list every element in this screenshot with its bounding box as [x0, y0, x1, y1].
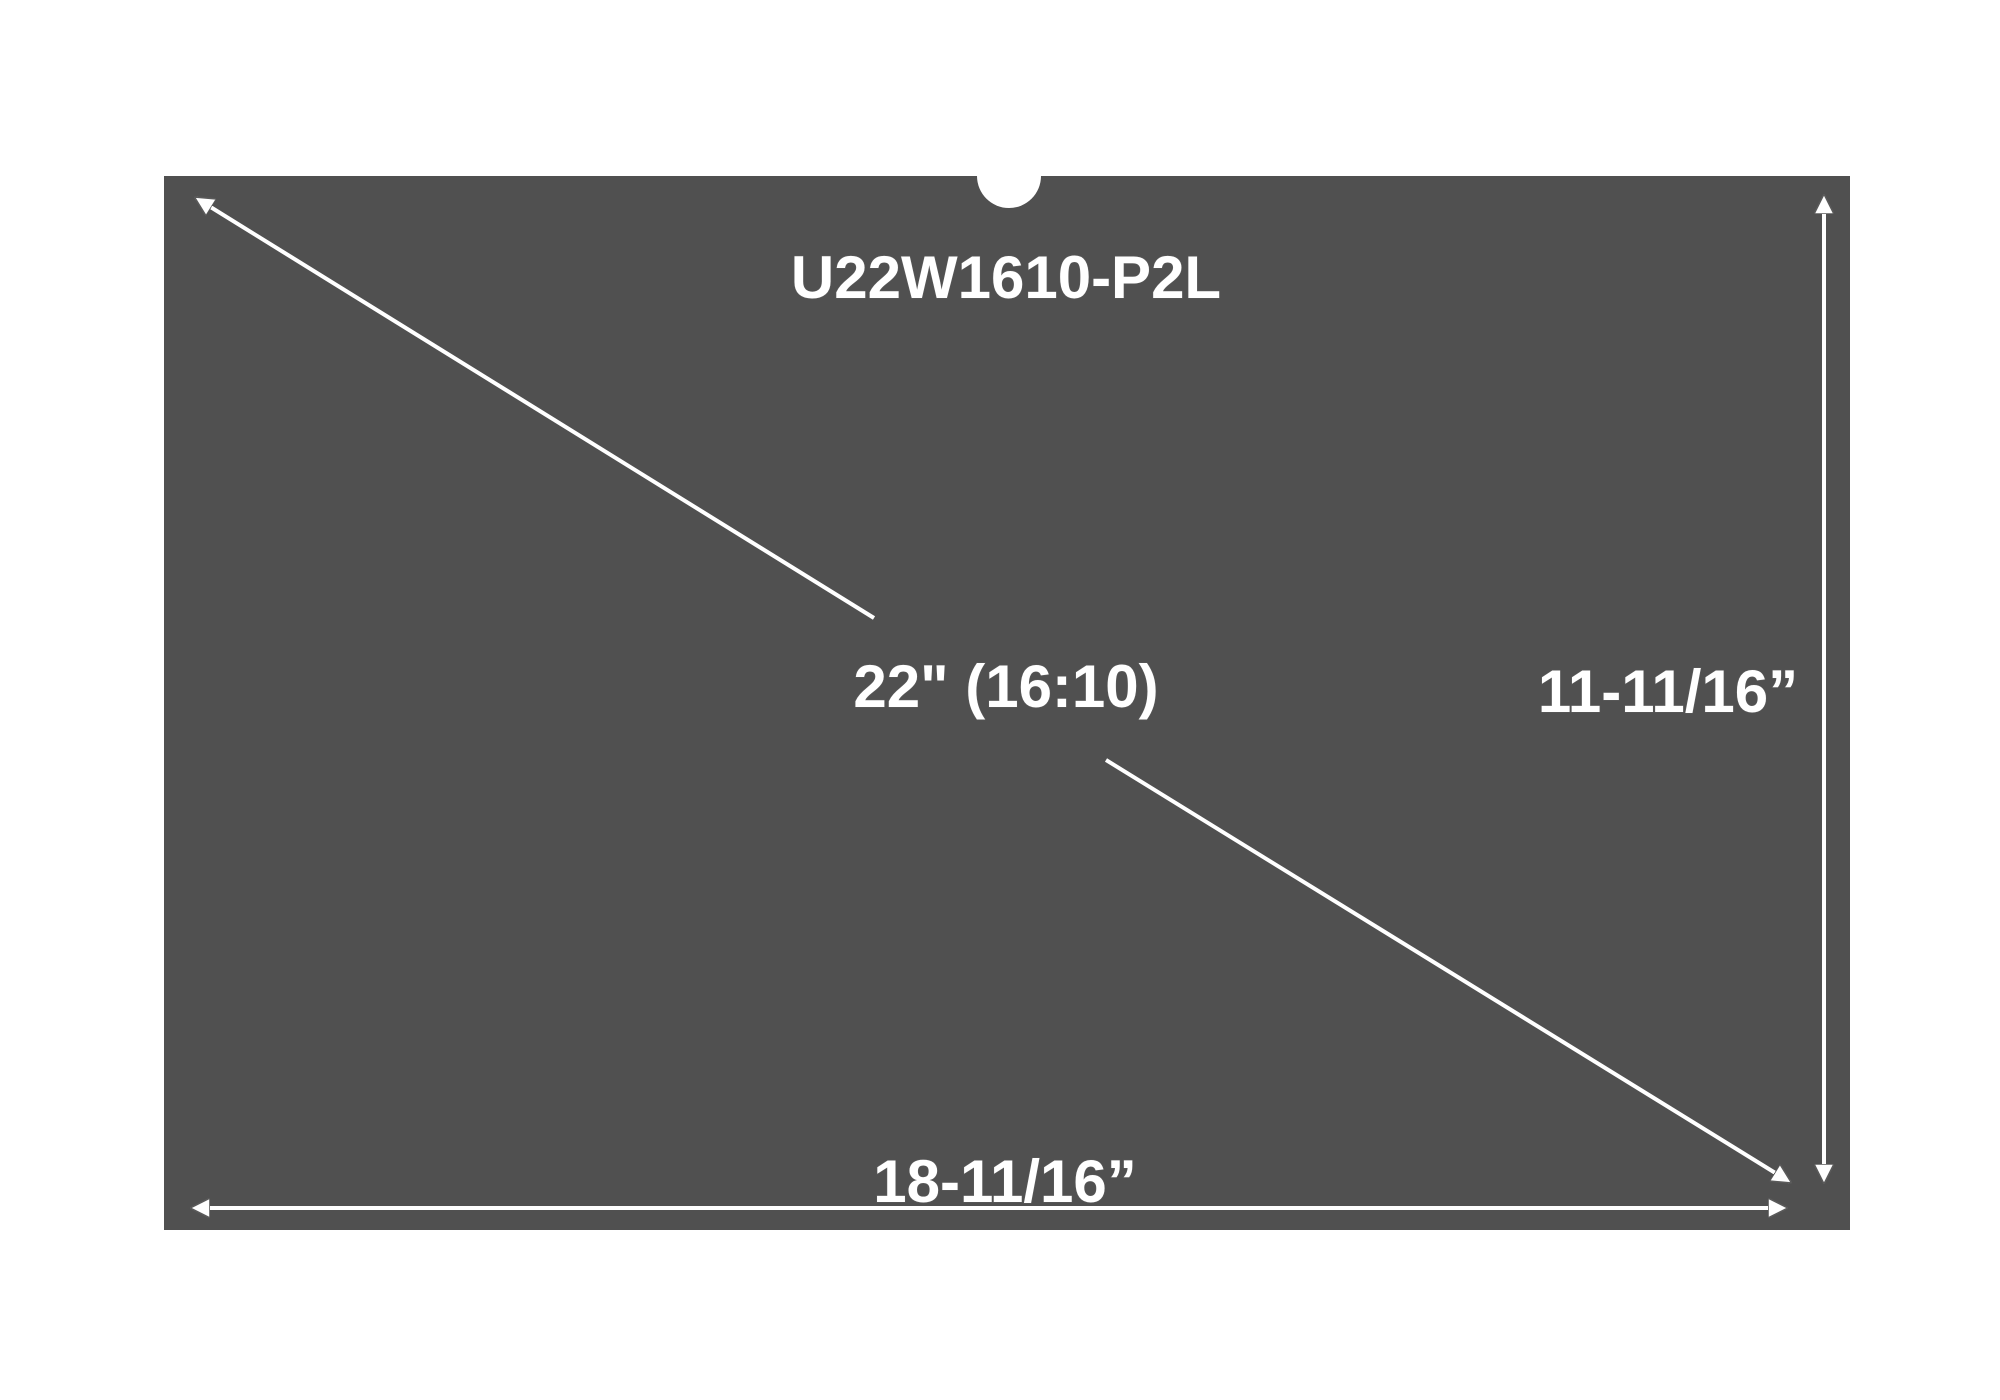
height-label: 11-11/16” [1538, 658, 1798, 725]
model-label: U22W1610-P2L [791, 244, 1221, 311]
hanging-notch [977, 176, 1041, 208]
width-label: 18-11/16” [873, 1148, 1137, 1215]
diagonal-arrow-lower [1104, 758, 1790, 1182]
diagonal-arrow-upper [196, 198, 876, 620]
diagonal-label: 22" (16:10) [853, 653, 1158, 720]
